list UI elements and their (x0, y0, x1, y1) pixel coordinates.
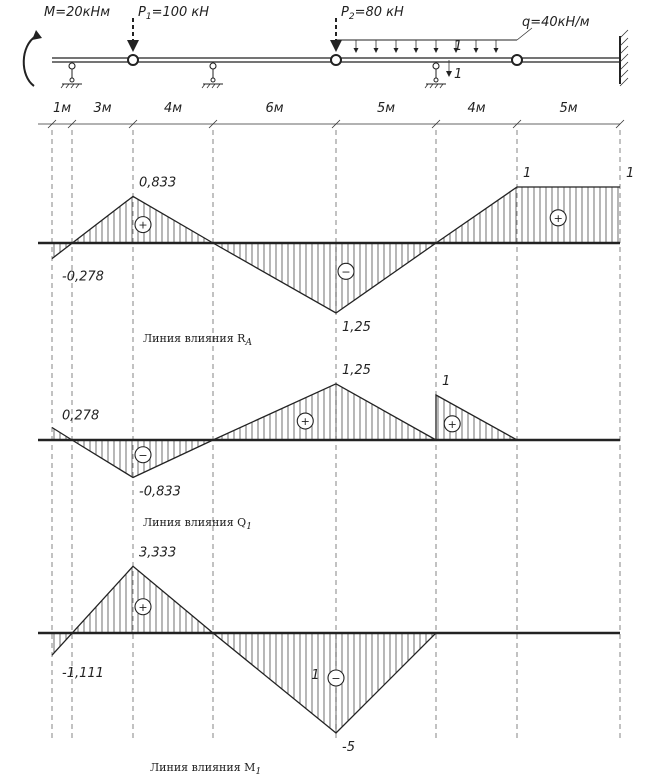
span-label: 4м (164, 101, 182, 116)
span-label: 5м (377, 101, 395, 116)
caption-ra: Линия влияния RA (143, 332, 252, 348)
fixed-support-icon (619, 29, 629, 87)
span-label: 3м (94, 101, 112, 116)
influence-line-q1: 0,278 -0,833 1,25 1 − + + (38, 363, 620, 499)
dimension-ticks (47, 119, 625, 129)
sign-circle-icon (549, 209, 567, 227)
q-arrowhead-icon (433, 48, 439, 53)
dimension-tick (431, 119, 441, 129)
sign-label: − (341, 265, 350, 278)
influence-line-ra: -0,278 0,833 1,25 1 1 + − + (38, 166, 634, 335)
value-label: 1 (311, 668, 319, 683)
unit-force-label-b: 1 (454, 67, 462, 82)
sign-label: − (331, 672, 340, 685)
caption-q1: Линия влияния Q1 (143, 516, 252, 532)
caption-m1: Линия влияния M1 (150, 761, 261, 777)
support-a-icon (60, 62, 82, 89)
support-b-icon (201, 62, 223, 89)
sign-circle-icon (134, 216, 152, 234)
value-label: -0,278 (62, 270, 104, 285)
q-arrowhead-icon (393, 48, 399, 53)
value-label: 0,278 (62, 408, 99, 423)
q-arrowhead-icon (473, 48, 479, 53)
q-arrowhead-icon (353, 48, 359, 53)
q-label: q=40кН/м (522, 15, 590, 30)
beam-scheme: M=20кНм P1=100 кН P2=80 кН q=40кН/м (22, 5, 629, 89)
sign-circle-icon (327, 669, 345, 687)
span-label: 5м (560, 101, 578, 116)
hinge-1-icon (127, 54, 139, 66)
p2-label: P2=80 кН (341, 5, 404, 22)
value-label: 1,25 (342, 320, 371, 335)
dimension-tick (208, 119, 218, 129)
support-c-icon (424, 62, 446, 89)
value-label: 1 (626, 166, 634, 181)
hinge-3-icon (511, 54, 523, 66)
sign-circle-icon (134, 446, 152, 464)
value-label: -0,833 (139, 484, 181, 499)
sign-label: + (448, 418, 457, 431)
value-label: 1,25 (342, 363, 371, 378)
unit-force-label-a: 1 (454, 39, 462, 54)
moment-label: M=20кНм (44, 5, 110, 20)
value-label: -1,111 (62, 666, 104, 681)
p1-force-arrow-icon (127, 18, 139, 52)
sign-circle-icon (296, 412, 314, 430)
moment-arrow-icon (22, 30, 42, 87)
sign-circle-icon (134, 598, 152, 616)
dimension-tick (47, 119, 57, 129)
influence-polyline (51, 186, 620, 314)
unit-force-icon (446, 60, 452, 77)
sign-circle-icon (443, 415, 461, 433)
value-label: 0,833 (139, 175, 176, 190)
q-arrowhead-icon (493, 48, 499, 53)
distributed-load-arrows (353, 40, 499, 53)
value-label: 3,333 (139, 545, 176, 560)
q-arrowhead-icon (453, 48, 459, 53)
sign-circle-icon (337, 262, 355, 280)
dimension-tick (615, 119, 625, 129)
dimension-tick (512, 119, 522, 129)
span-labels: 1м 3м 4м 6м 5м 4м 5м (53, 101, 578, 116)
p1-label: P1=100 кН (138, 5, 209, 22)
sign-label: + (301, 415, 310, 428)
influence-polyline (51, 565, 620, 734)
influence-polyline (51, 383, 620, 479)
influence-line-m1: -1,111 3,333 1 -5 + − (38, 545, 620, 755)
value-label: 1 (442, 374, 450, 389)
sign-label: − (138, 449, 147, 462)
sign-label: + (554, 212, 563, 225)
p2-force-arrow-icon (330, 18, 342, 52)
q-arrowhead-icon (413, 48, 419, 53)
span-label: 6м (266, 101, 284, 116)
value-label: 1 (523, 166, 531, 181)
dimension-tick (331, 119, 341, 129)
span-label: 4м (468, 101, 486, 116)
span-label: 1м (53, 101, 71, 116)
dimension-tick (67, 119, 77, 129)
dimension-tick (128, 119, 138, 129)
value-label: -5 (342, 740, 355, 755)
q-arrowhead-icon (373, 48, 379, 53)
distributed-load-icon (336, 27, 533, 41)
sign-label: + (138, 601, 147, 614)
sign-label: + (138, 219, 147, 232)
hinge-2-icon (330, 54, 342, 66)
